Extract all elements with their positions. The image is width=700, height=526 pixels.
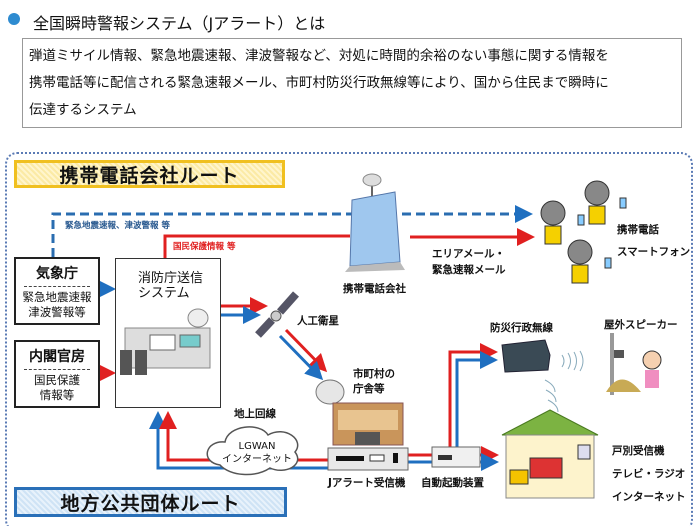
city-hall-icon: [332, 402, 404, 446]
municipal-line: 庁舎等: [353, 383, 385, 395]
cabinet-body-line: 情報等: [39, 388, 75, 402]
household-label: 戸別受信機 テレビ・ラジオ インターネット: [612, 440, 686, 509]
outdoor-speaker-icon: [606, 333, 662, 395]
speaker-label: 屋外スピーカー: [604, 319, 678, 331]
fdma-console-icon: [120, 308, 211, 375]
civil-protection-label: 国民保護情報 等: [173, 242, 236, 252]
red-route-line: [163, 234, 350, 258]
household-line: 戸別受信機: [612, 445, 665, 457]
satellite-dish-icon: [315, 379, 345, 405]
cabinet-title: 内閣官房: [24, 346, 90, 370]
house-icon: [501, 409, 599, 499]
fdma-label: 消防庁送信: [138, 271, 204, 286]
radio-label: 防災行政無線: [490, 322, 553, 334]
phone-label: 携帯電話: [617, 224, 659, 236]
municipal-line: 市町村の: [353, 368, 395, 380]
auto-start-label: 自動起動装置: [421, 477, 484, 489]
area-mail-line: エリアメール・: [432, 248, 505, 260]
description-line: 弾道ミサイル情報、緊急地震速報、津波警報など、対処に時間的余裕のない事態に関する…: [29, 48, 609, 64]
smartphone-label: スマートフォン: [617, 246, 691, 258]
cloud-line: LGWAN: [238, 441, 276, 452]
radio-console-icon: [501, 339, 551, 373]
fdma-system-box: 消防庁送信システム: [115, 258, 221, 408]
carrier-label: 携帯電話会社: [343, 283, 406, 295]
satellite-label: 人工衛星: [297, 315, 339, 327]
person-with-phone-icon: [540, 180, 627, 284]
area-mail-label: エリアメール・緊急速報メール: [432, 246, 506, 278]
cloud-label: LGWAN インターネット: [222, 440, 292, 466]
jma-body-line: 津波警報等: [28, 305, 86, 319]
diagram-frame: [5, 152, 693, 526]
eew-tsunami-label: 緊急地震速報、津波警報 等: [65, 221, 170, 231]
description-line: 伝達するシステム: [29, 102, 137, 118]
dashed-route-line: [51, 205, 533, 257]
municipal-label: 市町村の庁舎等: [353, 367, 395, 397]
receiver-label: Jアラート受信機: [328, 477, 406, 489]
description-line: 携帯電話等に配信される緊急速報メール、市町村防災行政無線等により、国から住民まで…: [29, 75, 609, 91]
cloud-icon: [206, 426, 299, 476]
radio-waves-icon: [544, 350, 584, 413]
local-route-banner: 地方公共団体ルート: [14, 487, 287, 517]
jma-body-line: 緊急地震速報: [22, 290, 92, 304]
fdma-label: システム: [138, 286, 190, 301]
carrier-building-icon: [345, 173, 405, 272]
cabinet-box: 内閣官房 国民保護情報等: [14, 340, 100, 408]
household-line: インターネット: [612, 491, 686, 503]
jalert-receiver-icon: [327, 447, 409, 471]
satellite-icon: [255, 291, 299, 338]
mobile-route-banner: 携帯電話会社ルート: [14, 160, 285, 188]
ground-line-label: 地上回線: [234, 408, 276, 420]
jma-box: 気象庁 緊急地震速報津波警報等: [14, 257, 100, 325]
cabinet-body-line: 国民保護: [34, 373, 80, 387]
description-box: 弾道ミサイル情報、緊急地震速報、津波警報など、対処に時間的余裕のない事態に関する…: [22, 38, 682, 128]
page-title: 全国瞬時警報システム（Jアラート）とは: [33, 14, 326, 33]
household-line: テレビ・ラジオ: [612, 468, 686, 480]
jma-title: 気象庁: [24, 263, 90, 287]
auto-start-device-icon: [431, 446, 481, 468]
bullet-icon: [8, 13, 20, 25]
cloud-line: インターネット: [222, 454, 292, 465]
area-mail-line: 緊急速報メール: [432, 264, 506, 276]
